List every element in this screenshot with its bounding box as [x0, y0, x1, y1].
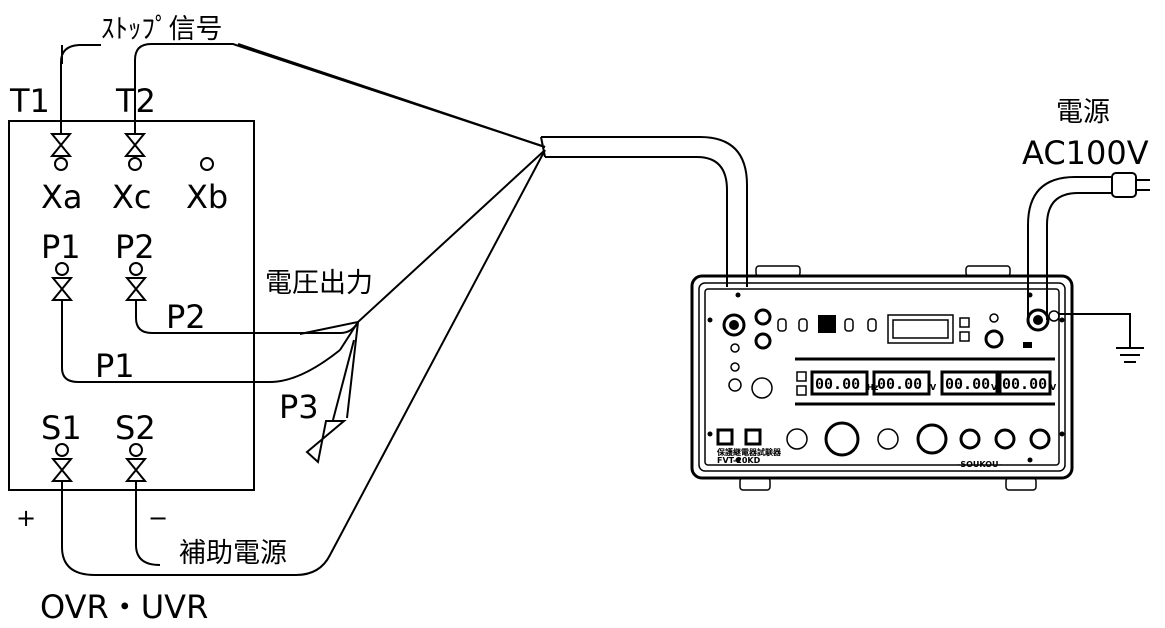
main-cable: [541, 136, 748, 287]
p1-voltage-wire: [61, 300, 341, 383]
meter-4-value: 00.00: [1002, 375, 1047, 393]
aux-power-label: 補助電源: [179, 538, 287, 569]
terminal-xb: [200, 157, 214, 171]
minus-label: −: [148, 504, 168, 532]
device-model-line2: FVT-20KD: [717, 456, 761, 465]
power-cable-inner: [1046, 192, 1112, 320]
meter-3-value: 00.00: [945, 375, 990, 393]
xa-label: Xa: [41, 178, 83, 216]
t2-stop-wire: [134, 43, 546, 148]
p2-terminal-label: P2: [115, 228, 155, 266]
terminal-p2: [124, 262, 148, 301]
p2-wire-label: P2: [166, 298, 206, 336]
meter-1-unit: Hz: [867, 383, 879, 392]
terminal-t2: [123, 133, 147, 171]
power-plug: [1111, 172, 1150, 198]
aux-power-wire-s2: [135, 481, 161, 566]
xc-label: Xc: [112, 178, 152, 216]
terminal-p3: [305, 420, 347, 464]
main-cable-inner: [545, 156, 728, 287]
terminal-s1: [50, 443, 74, 482]
voltage-output-cable: [299, 149, 546, 335]
power-label: 電源: [1056, 97, 1110, 128]
p3-label: P3: [279, 388, 319, 426]
relay-box: [8, 120, 255, 491]
s2-label: S2: [115, 409, 156, 447]
power-cable: [1027, 176, 1112, 320]
terminal-s2: [124, 443, 148, 482]
meter-2-unit: V: [930, 383, 937, 392]
p3-wire: [346, 321, 359, 419]
meter-1-value: 00.00: [815, 375, 860, 393]
plus-label: +: [16, 504, 36, 532]
ac-supply-label: AC100V: [1022, 134, 1149, 172]
ground-symbol: [1058, 313, 1144, 363]
meter-3-unit: V: [991, 383, 998, 392]
device-model-line1: 保護継電器試験器: [716, 447, 782, 457]
voltage-output-cable-2: [339, 321, 359, 351]
t1-label: T1: [9, 82, 50, 120]
p1-terminal-label: P1: [41, 228, 81, 266]
device-brand: -SOUKOU-: [957, 460, 1002, 469]
relay-type-label: OVR・UVR: [40, 588, 208, 626]
meter-4-unit: V: [1050, 383, 1057, 392]
s1-label: S1: [41, 409, 82, 447]
aux-power-wire-s1: [61, 149, 546, 576]
terminal-t1: [49, 133, 73, 171]
p3-wire-2: [332, 339, 355, 421]
xb-label: Xb: [186, 178, 228, 216]
tester-device: [690, 265, 1074, 491]
t1-line: [237, 43, 546, 148]
stop-signal-label: ｽﾄｯﾌﾟ信号: [101, 14, 223, 45]
p1-wire-label: P1: [95, 347, 135, 385]
meter-2-value: 00.00: [877, 375, 922, 393]
voltage-output-label: 電圧出力: [265, 268, 373, 299]
cable-end: [540, 136, 546, 158]
t2-label: T2: [115, 82, 156, 120]
terminal-p1: [50, 262, 74, 301]
